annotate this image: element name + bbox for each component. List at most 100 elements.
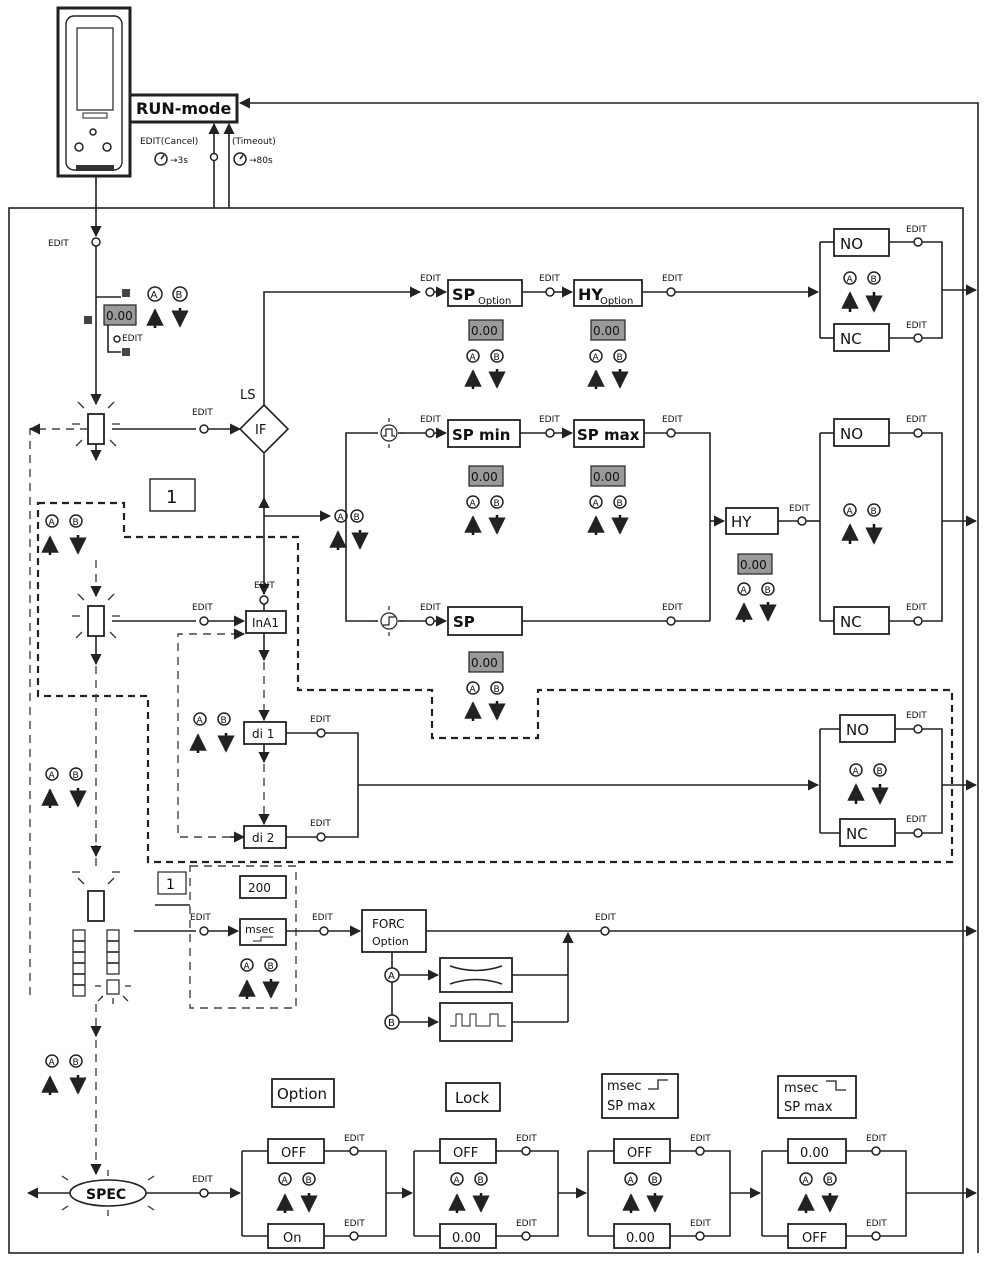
b-button-label: B [268,962,274,972]
edit-label: EDIT [906,815,927,825]
edit-label: EDIT [662,274,683,284]
edit-label: EDIT [312,913,333,923]
a-button-label: A [593,499,600,509]
lcd-value: 0.00 [106,309,133,323]
timeout-time: →80s [249,156,273,166]
edit-node [521,1231,531,1241]
hy-option-sub: Option [600,296,633,307]
ina1-label: InA1 [252,616,279,630]
b-button-label: B [494,499,500,509]
b-button-icon [217,712,231,726]
b-button-icon [867,271,881,285]
edit-label: EDIT [344,1219,365,1229]
msec-label: msec [245,923,274,936]
edit-label: EDIT [539,274,560,284]
nc-box [839,818,896,847]
edit-label: EDIT [906,711,927,721]
edit-label: EDIT [516,1219,537,1229]
b-button-icon [264,958,278,972]
lock-card: Lock OFF 0.00 EDIT EDIT A B [413,1082,588,1249]
edit-node [695,1146,705,1156]
b-button-label: B [765,586,771,596]
edit-node [425,616,435,626]
blinking-b-indicator [72,593,120,639]
ls-label: LS [240,388,256,403]
b-button-label: B [354,513,360,523]
device-a-button-icon [74,142,84,152]
edit-label: EDIT [866,1219,887,1229]
a-button-label: A [470,685,477,695]
edit-label: EDIT [122,334,143,344]
edit-label: EDIT [192,603,213,613]
edit-node [259,595,269,605]
a-button-label: A [803,1176,810,1186]
edit-label: EDIT [420,603,441,613]
edit-label: EDIT [190,913,211,923]
ab-buttons-left-bottom: A B [41,1054,87,1095]
sp-min-box [447,419,521,448]
edit-label: EDIT [344,1134,365,1144]
timeout-label: (Timeout) [232,137,276,147]
section-1-region [36,501,954,864]
msec-falling-off-box [787,1223,847,1249]
edit-label: EDIT [595,913,616,923]
a-button-label: A [151,290,158,301]
delay-region [189,865,297,1009]
row4-output: NO NC EDIT EDIT A B [819,711,978,847]
spec-label: SPEC [86,1187,126,1203]
b-button-label: B [617,499,623,509]
sp-option-sub: Option [478,296,511,307]
edit-label: EDIT [906,321,927,331]
a-button-icon [334,509,348,523]
edit-node [871,1231,881,1241]
edit-label: EDIT [420,415,441,425]
section-1b-box [157,871,187,895]
b-button-label: B [494,685,500,695]
b-button-icon [69,514,83,528]
b-button-icon [172,286,188,302]
a-button-label: A [282,1176,289,1186]
edit-node [666,428,676,438]
edit-label: EDIT [662,415,683,425]
a-button-label: A [49,1058,56,1068]
edit-node [913,333,923,343]
lcd-display [590,465,626,487]
b-button-label: B [652,1176,658,1186]
di1-label: di 1 [252,727,274,741]
b-button-icon [69,1054,83,1068]
edit-node [199,616,209,626]
nc-label: NC [840,613,862,631]
lcd-display [468,465,504,487]
sp-min-values: 0.00 A B [464,465,506,535]
msec-falling-header-box [777,1075,857,1119]
b-button-label: B [306,1176,312,1186]
b-button-label: B [871,507,877,517]
forc-label: FORC [372,917,404,931]
spmax-rising-label: SP max [607,1099,656,1114]
device-illustration [56,6,132,178]
lcd-value: 0.00 [471,656,498,670]
msec-rising-header-box [601,1073,679,1119]
edit-label: EDIT [254,581,275,591]
msec-rising-off: OFF [627,1146,652,1161]
msec-box [239,918,287,946]
msec-falling-value: 0.00 [800,1146,829,1161]
edit-node [600,926,610,936]
if-label: IF [255,423,266,438]
edit-label: EDIT [906,603,927,613]
edit-node [913,237,923,247]
b-button-icon [69,767,83,781]
b-button-icon [490,681,504,695]
edit-node [91,237,101,247]
sp-option-values: 0.00 A B [464,319,506,389]
sp-box [447,606,523,636]
section-1-label: 1 [166,487,177,508]
option-card: Option OFF On EDIT EDIT A B [241,1078,414,1249]
no-label: NO [846,721,869,739]
lcd-value: 0.00 [471,324,498,338]
a-button-icon [240,958,254,972]
b-button-icon [490,349,504,363]
cancel-time: →3s [170,156,188,166]
a-button-icon [466,495,480,509]
a-button-label: A [388,971,395,982]
